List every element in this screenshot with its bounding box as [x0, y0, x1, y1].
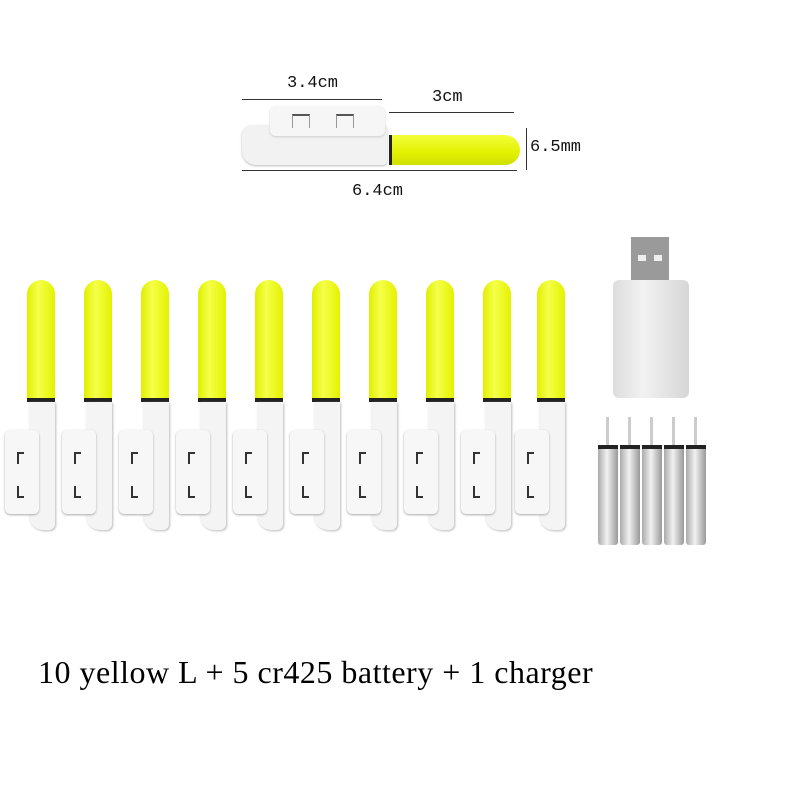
clip-slot — [292, 114, 310, 128]
battery — [664, 417, 684, 545]
diagram-clip — [270, 106, 385, 136]
usb-plug — [631, 237, 669, 281]
total-length-label: 6.4cm — [352, 182, 404, 201]
light-stick — [176, 280, 236, 530]
light-stick — [515, 280, 575, 530]
light-stick — [119, 280, 179, 530]
stick-length-arrow — [389, 112, 514, 113]
light-stick — [233, 280, 293, 530]
battery — [642, 417, 662, 545]
charger-body — [613, 280, 689, 398]
battery — [686, 417, 706, 545]
light-stick — [347, 280, 407, 530]
light-stick — [5, 280, 65, 530]
light-stick — [290, 280, 350, 530]
holder-length-arrow — [242, 99, 382, 100]
clip-slot — [336, 114, 354, 128]
holder-length-label: 3.4cm — [287, 74, 339, 93]
battery — [598, 417, 618, 545]
diagram-light-stick — [389, 135, 520, 165]
diameter-label: 6.5mm — [530, 138, 582, 157]
diameter-arrow — [526, 128, 527, 170]
light-stick — [62, 280, 122, 530]
product-caption: 10 yellow L + 5 cr425 battery + 1 charge… — [38, 654, 594, 690]
total-length-arrow — [242, 170, 517, 171]
stick-length-label: 3cm — [432, 88, 463, 107]
battery — [620, 417, 640, 545]
light-stick — [461, 280, 521, 530]
light-stick — [404, 280, 464, 530]
